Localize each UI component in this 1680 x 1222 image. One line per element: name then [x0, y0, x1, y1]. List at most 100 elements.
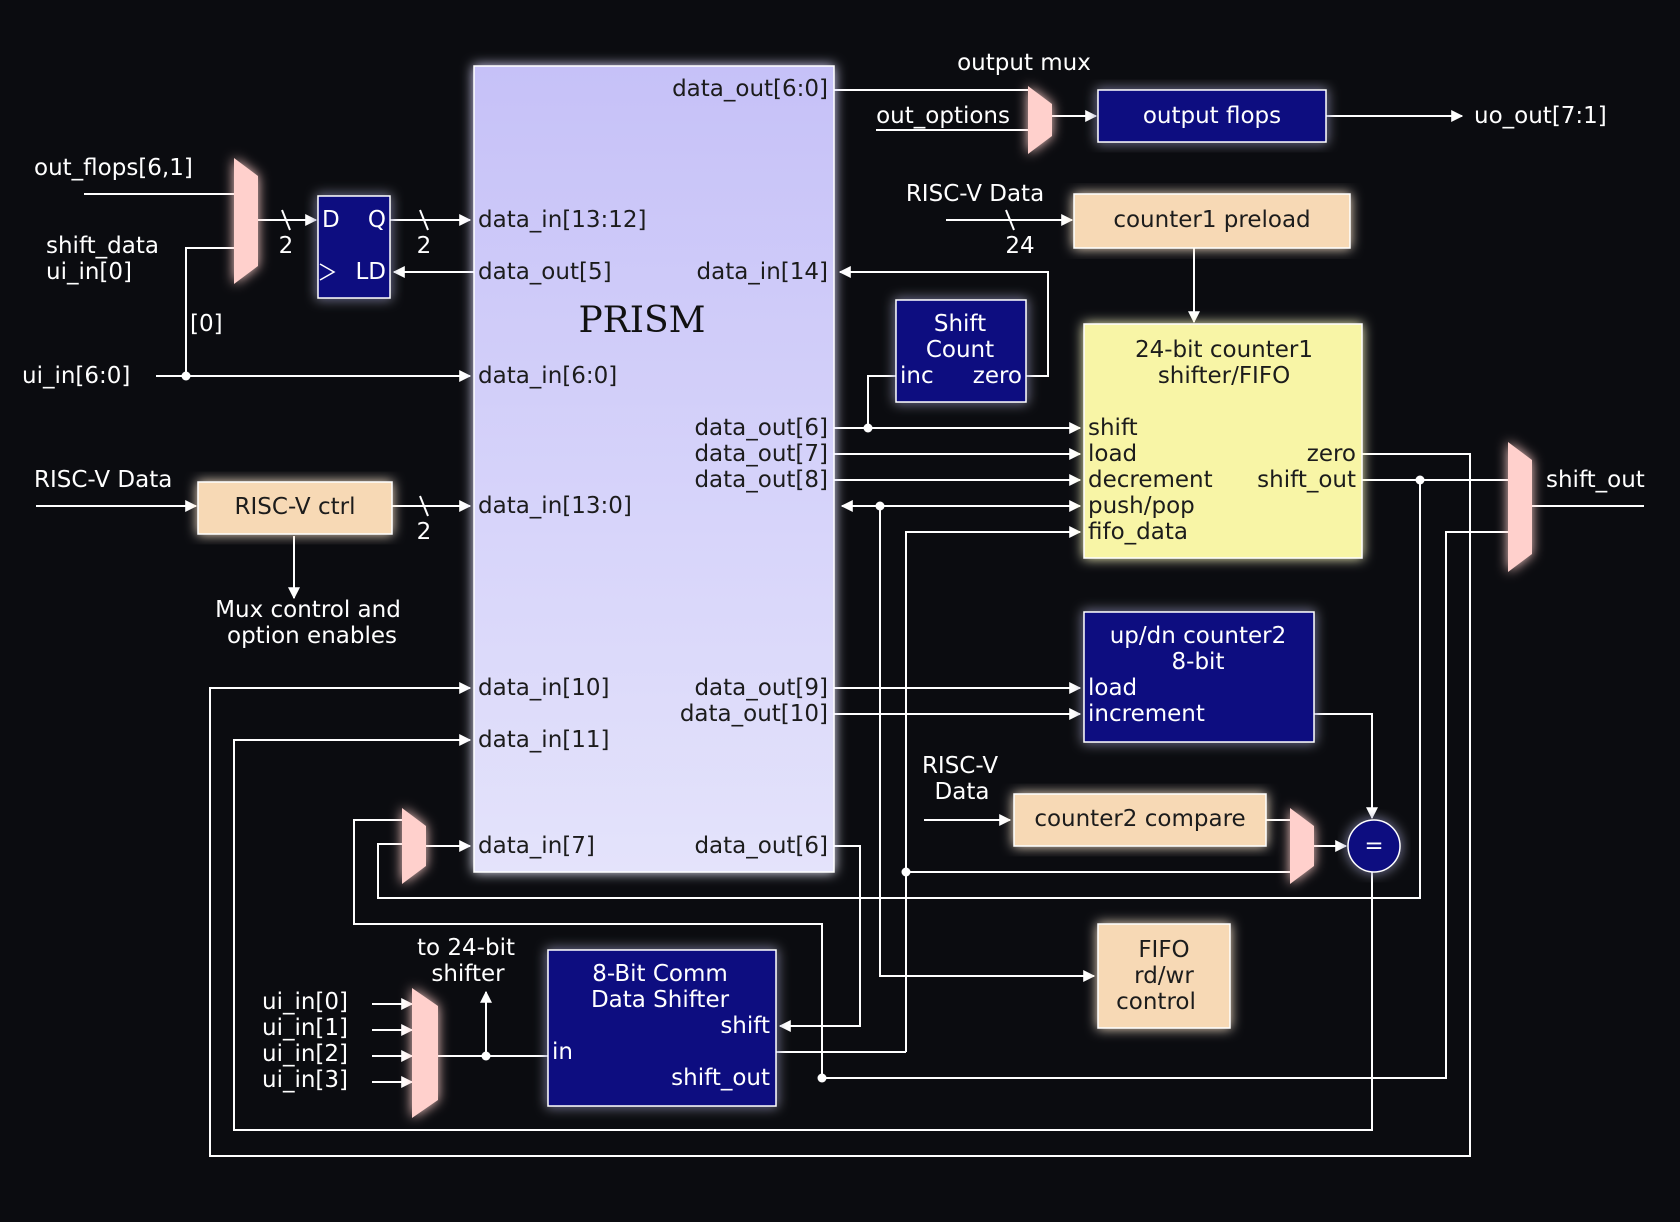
junction-dot [817, 1073, 827, 1083]
wire-to-inc [867, 375, 896, 428]
counter1-preload-label: counter1 preload [1113, 207, 1310, 233]
bus-slash-2a [281, 209, 291, 231]
counter1-shift-port: shift [1088, 415, 1138, 441]
label-ui-in-6-0: ui_in[6:0] [22, 363, 130, 389]
ui-in-mux [412, 988, 438, 1118]
label-riscv-data-mid-1: RISC-V [922, 753, 998, 779]
comparator-label: = [1364, 833, 1383, 859]
label-mux-control-1: Mux control and [215, 597, 401, 623]
prism-block: PRISM data_out[6:0] data_in[13:12] data_… [473, 65, 835, 873]
out-flops-mux [234, 158, 258, 284]
prism-box [473, 65, 835, 873]
label-width-2c: 2 [417, 519, 432, 545]
port-data-in-6-0: data_in[6:0] [478, 363, 617, 389]
clock-icon [319, 263, 336, 281]
fifo-ctrl-title-2: rd/wr [1134, 963, 1194, 989]
flop-d-label: D [322, 207, 340, 233]
counter1-preload-block: counter1 preload [1073, 193, 1351, 249]
wire-counter2-to-compare [1314, 713, 1378, 820]
label-bit-0: [0] [190, 311, 223, 337]
shift-count-title-1: Shift [934, 311, 986, 337]
wire-shift-data [185, 247, 234, 376]
port-data-out-8: data_out[8] [694, 467, 828, 493]
shift-out-mux [1508, 442, 1532, 572]
label-ui-in-0-top: ui_in[0] [46, 259, 132, 285]
label-width-2a: 2 [279, 233, 294, 259]
wires [36, 89, 1644, 1157]
comm-shifter-title-1: 8-Bit Comm [592, 961, 728, 987]
shift-count-block: Shift Count inc zero [895, 299, 1027, 403]
port-data-out-10: data_out[10] [680, 701, 828, 727]
port-data-out-5: data_out[5] [478, 259, 612, 285]
label-uo-out: uo_out[7:1] [1474, 103, 1607, 129]
riscv-ctrl-block: RISC-V ctrl [197, 481, 393, 535]
counter1-title-1: 24-bit counter1 [1135, 337, 1313, 363]
counter2-increment-port: increment [1088, 701, 1205, 727]
shift-count-title-2: Count [926, 337, 994, 363]
port-data-in-7: data_in[7] [478, 833, 595, 859]
shift-count-box [895, 299, 1027, 403]
label-output-mux: output mux [957, 50, 1091, 76]
comm-shifter-shift-port: shift [720, 1013, 770, 1039]
comm-shifter-title-2: Data Shifter [591, 987, 730, 1013]
port-data-out-6b: data_out[6] [694, 833, 828, 859]
counter1-shift-out-port: shift_out [1257, 467, 1356, 493]
label-riscv-data-top: RISC-V Data [906, 181, 1044, 207]
output-flops-label: output flops [1143, 103, 1281, 129]
junction-dot [181, 371, 191, 381]
shift-count-zero: zero [973, 363, 1022, 389]
bus-slash-24 [1005, 209, 1015, 231]
counter2-compare-block: counter2 compare [1013, 793, 1267, 847]
counter1-load-port: load [1088, 441, 1137, 467]
label-ui-in-1: ui_in[1] [262, 1015, 348, 1041]
riscv-ctrl-label: RISC-V ctrl [235, 494, 356, 520]
counter2-load-port: load [1088, 675, 1137, 701]
muxes [234, 86, 1532, 1118]
port-data-in-11: data_in[11] [478, 727, 610, 753]
prism-title: PRISM [578, 300, 705, 341]
counter1-preload-box [1073, 193, 1351, 249]
label-shift-data: shift_data [46, 233, 159, 259]
counter2-compare-box [1013, 793, 1267, 847]
label-ui-in-0: ui_in[0] [262, 989, 348, 1015]
fifo-ctrl-title-1: FIFO [1138, 937, 1189, 963]
counter2-title-1: up/dn counter2 [1110, 623, 1287, 649]
riscv-ctrl-box [197, 481, 393, 535]
port-data-in-13-12: data_in[13:12] [478, 207, 647, 233]
wire-zero-to-data-in-14 [838, 266, 1049, 377]
flop-q-label: Q [368, 207, 386, 233]
label-out-options: out_options [876, 103, 1010, 129]
bus-slash-2c [419, 495, 429, 517]
label-riscv-data-left: RISC-V Data [34, 467, 172, 493]
counter2-compare-mux [1290, 808, 1314, 884]
counter1-decrement-port: decrement [1088, 467, 1213, 493]
bus-slash-2b [419, 209, 429, 231]
wire-zero-to-data-in-10 [209, 453, 1471, 1157]
label-ui-in-3: ui_in[3] [262, 1067, 348, 1093]
counter2-block: up/dn counter2 8-bit load increment [1083, 611, 1315, 743]
counter1-box [1083, 323, 1363, 559]
counter1-block: 24-bit counter1 shifter/FIFO shift load … [1083, 323, 1363, 559]
counter2-title-2: 8-bit [1172, 649, 1225, 675]
data-in-7-mux [402, 808, 426, 884]
fifo-ctrl-block: FIFO rd/wr control [1097, 923, 1231, 1029]
label-to-24bit-2: shifter [431, 961, 505, 987]
counter2-box [1083, 611, 1315, 743]
output-flops-block: output flops [1097, 89, 1327, 143]
label-to-24bit-1: to 24-bit [417, 935, 515, 961]
wire-eq-to-data-in-11 [233, 734, 1373, 1131]
comm-shifter-box [547, 949, 777, 1107]
label-width-24: 24 [1005, 233, 1034, 259]
label-width-2b: 2 [417, 233, 432, 259]
counter2-compare-label: counter2 compare [1034, 806, 1245, 832]
fifo-ctrl-title-3: control [1116, 989, 1196, 1015]
port-data-in-14: data_in[14] [697, 259, 829, 285]
counter1-fifo-data-port: fifo_data [1088, 519, 1188, 545]
label-shift-out: shift_out [1546, 467, 1645, 493]
wire-to-fifo-ctrl [879, 506, 1096, 982]
label-out-flops: out_flops[6,1] [34, 155, 193, 181]
counter1-zero-port: zero [1307, 441, 1356, 467]
wire-shift-out-to-data-in-7-mux [377, 480, 1421, 899]
flop-ld-label: LD [355, 259, 386, 285]
comparator-circle [1347, 819, 1401, 873]
